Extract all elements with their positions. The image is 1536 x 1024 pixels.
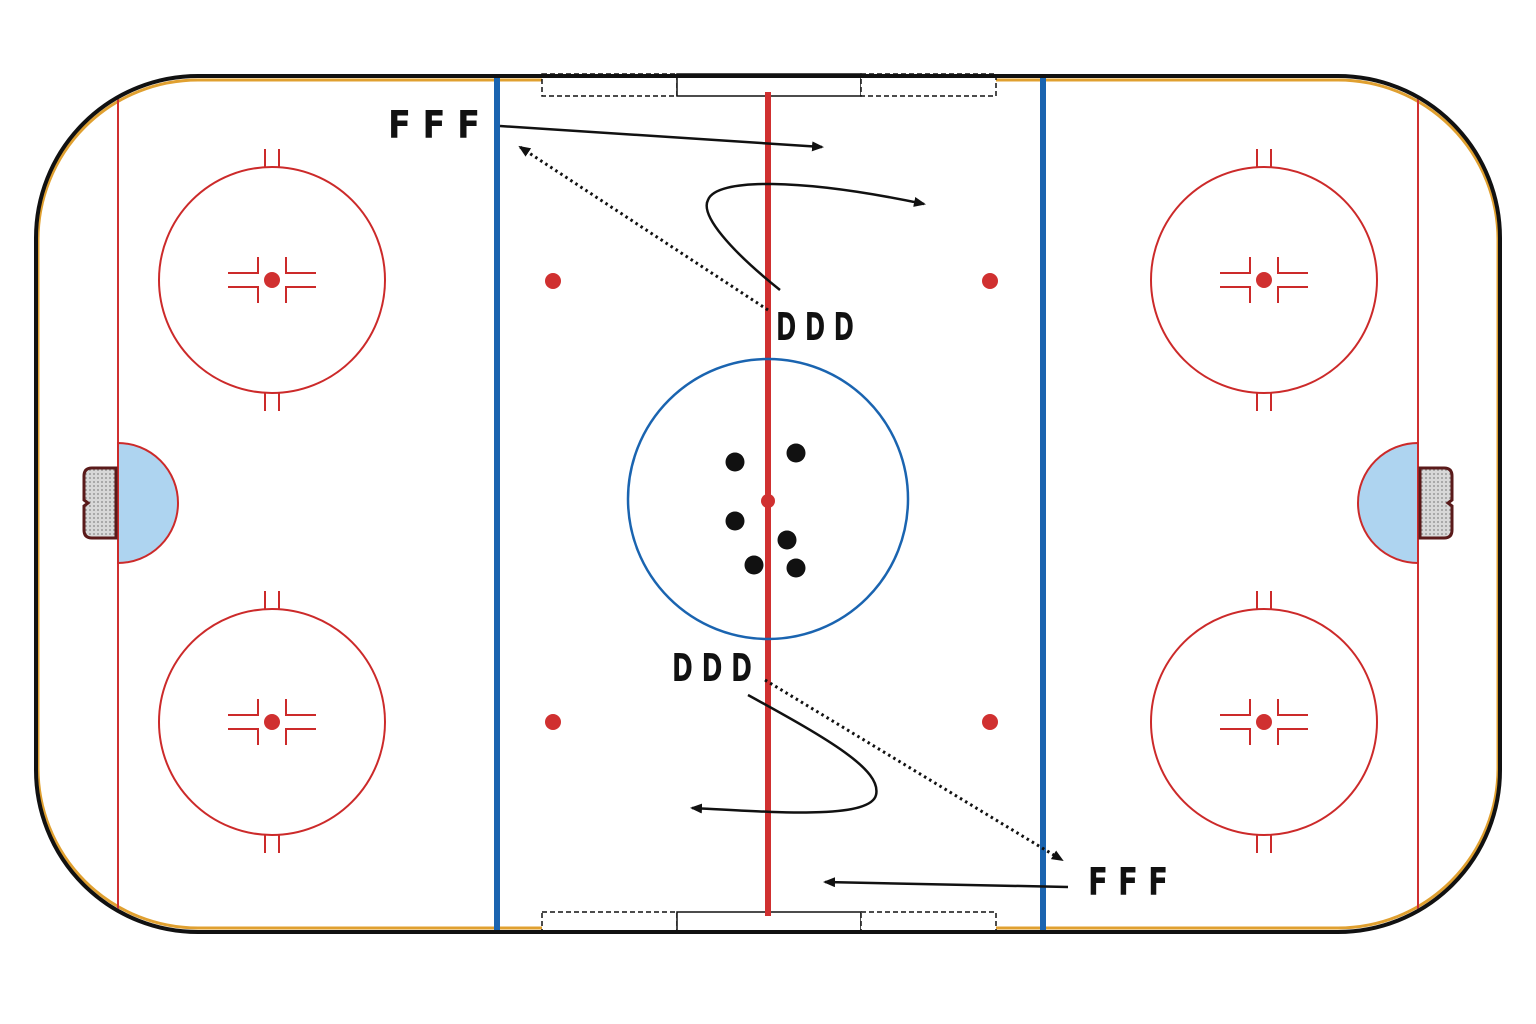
center-circle: [626, 357, 910, 641]
defense-pass-top-path: [518, 145, 769, 312]
puck: [777, 530, 797, 550]
defense-pass-bottom-path: [764, 678, 1064, 862]
faceoff-circle-top-right: [1150, 149, 1378, 411]
puck: [744, 555, 764, 575]
defense-bottom-label: D D D: [672, 646, 752, 690]
puck-pile: [725, 443, 806, 578]
neutral-dot-top-right: [982, 273, 998, 289]
faceoff-dot: [1256, 272, 1272, 288]
faceoff-circle-bottom-right: [1150, 591, 1378, 853]
drill-paths: [499, 124, 1069, 889]
goal-net-left: [82, 466, 118, 540]
neutral-dot-bottom-right: [982, 714, 998, 730]
faceoff-circle-bottom-left: [158, 591, 386, 853]
puck: [786, 558, 806, 578]
forwards-top-label: F F F: [388, 103, 480, 147]
puck: [786, 443, 806, 463]
neutral-dot-top-left: [545, 273, 561, 289]
forward-skate-top-path: [499, 124, 824, 152]
bench-doors-bottom: [541, 911, 997, 933]
center-faceoff-dot: [761, 494, 775, 508]
defense-skate-bottom-path: [690, 693, 878, 814]
faceoff-dot: [1256, 714, 1272, 730]
puck: [725, 511, 745, 531]
faceoff-circles: [158, 149, 1378, 853]
neutral-dot-bottom-left: [545, 714, 561, 730]
defense-top-label: D D D: [776, 305, 854, 349]
faceoff-circle-top-left: [158, 149, 386, 411]
crease-left: [117, 441, 179, 565]
faceoff-dot: [264, 714, 280, 730]
puck: [725, 452, 745, 472]
goal-net-right: [1418, 466, 1454, 540]
forwards-bottom-label: F F F: [1088, 860, 1168, 904]
boards: [34, 74, 1502, 934]
crease-right: [1357, 441, 1419, 565]
forward-skate-bottom-path: [823, 877, 1069, 889]
defense-skate-top-path: [705, 182, 926, 291]
faceoff-dot: [264, 272, 280, 288]
